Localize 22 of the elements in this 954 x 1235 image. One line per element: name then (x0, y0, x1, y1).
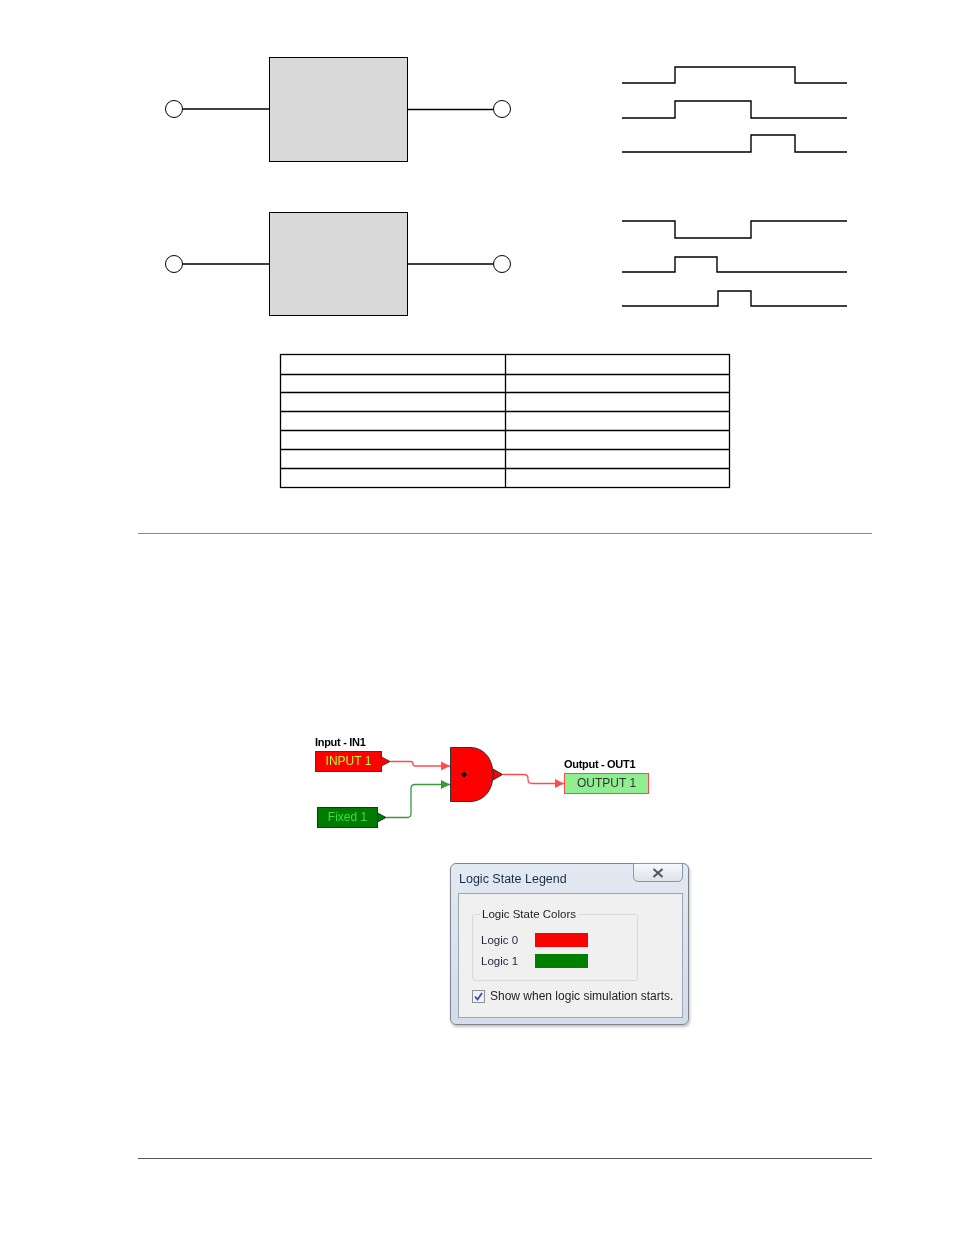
logic-gate-drawing (450, 747, 503, 802)
output-block: OUTPUT 1 (564, 773, 649, 794)
legend-label: Logic 1 (481, 954, 519, 968)
group-box-title: Logic State Colors (480, 907, 578, 921)
block-heading: Input - IN1 (315, 735, 367, 750)
function-block (269, 57, 408, 162)
terminal-circle (493, 100, 511, 118)
terminal-circle (165, 255, 183, 273)
connector-line (407, 108, 494, 111)
signal-arrow (385, 780, 451, 819)
terminal-circle (165, 100, 183, 118)
legend-label: Logic 0 (481, 933, 519, 947)
terminal-circle (493, 255, 511, 273)
function-block (269, 212, 408, 316)
dialog-title: Logic State Legend (459, 871, 567, 887)
connector-line (182, 108, 270, 110)
connector-line (407, 263, 494, 265)
block-heading: Output - OUT1 (564, 757, 637, 772)
signal-arrow (502, 773, 565, 788)
checkbox-label: Show when logic simulation starts. (490, 989, 674, 1003)
signal-arrow (389, 760, 451, 771)
connector-line (182, 263, 270, 265)
